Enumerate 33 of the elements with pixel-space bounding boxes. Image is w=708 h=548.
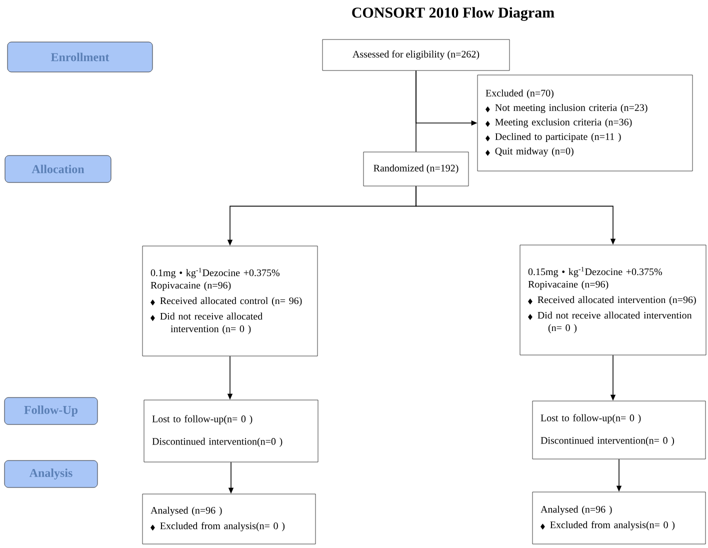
box-text: Discontinued intervention(n= 0 ) xyxy=(540,436,674,446)
stage-label: Allocation xyxy=(4,155,112,183)
process-box xyxy=(144,400,318,462)
process-box xyxy=(520,244,706,356)
box-text: Analysed (n=96 ) xyxy=(540,506,612,515)
box-text: Discontinued intervention(n=0 ) xyxy=(152,438,282,447)
list-item: Declined to participate (n=11 ) xyxy=(495,132,621,142)
stage-label: Follow-Up xyxy=(4,397,98,425)
process-box xyxy=(142,494,316,544)
list-item: Not meeting inclusion criteria (n=23) xyxy=(495,104,648,114)
process-box: Randomized (n=192) xyxy=(363,152,469,186)
process-box xyxy=(532,492,706,544)
list-item: Received allocated intervention (n=96) xyxy=(538,296,696,306)
box-text: Lost to follow-up(n= 0 ) xyxy=(540,414,641,424)
process-box xyxy=(142,246,318,356)
stage-label: Analysis xyxy=(4,460,98,488)
stage-label: Enrollment xyxy=(7,42,153,72)
title: CONSORT 2010 Flow Diagram xyxy=(352,7,554,21)
box-text: Excluded (n=70) xyxy=(486,89,554,99)
process-box xyxy=(532,400,706,460)
box-text: Analysed (n=96 ) xyxy=(150,506,222,516)
list-item: Excluded from analysis(n= 0 ) xyxy=(160,522,285,532)
process-box xyxy=(477,74,693,172)
box-text: 0.1mg • kg$^{-1}$Dezocine +0.375% Ropivacaine (n=96) xyxy=(150,268,280,291)
list-item: Did not receive allocated intervention (n= 0 ) xyxy=(538,312,692,334)
list-item: Meeting exclusion criteria (n=36) xyxy=(495,118,632,128)
box-text: 0.15mg • kg$^{-1}$Dezocine +0.375% Ropivacaine (n=96) xyxy=(528,266,662,290)
list-item: Did not receive allocated intervention (n= 0 ) xyxy=(160,312,263,334)
process-box: Assessed for eligibility (n=262) xyxy=(322,39,510,71)
list-item: Quit midway (n=0) xyxy=(495,147,574,157)
list-item: Received allocated control (n= 96) xyxy=(160,297,302,306)
list-item: Excluded from analysis(n= 0 ) xyxy=(550,521,675,530)
box-text: Lost to follow-up(n= 0 ) xyxy=(152,415,252,424)
